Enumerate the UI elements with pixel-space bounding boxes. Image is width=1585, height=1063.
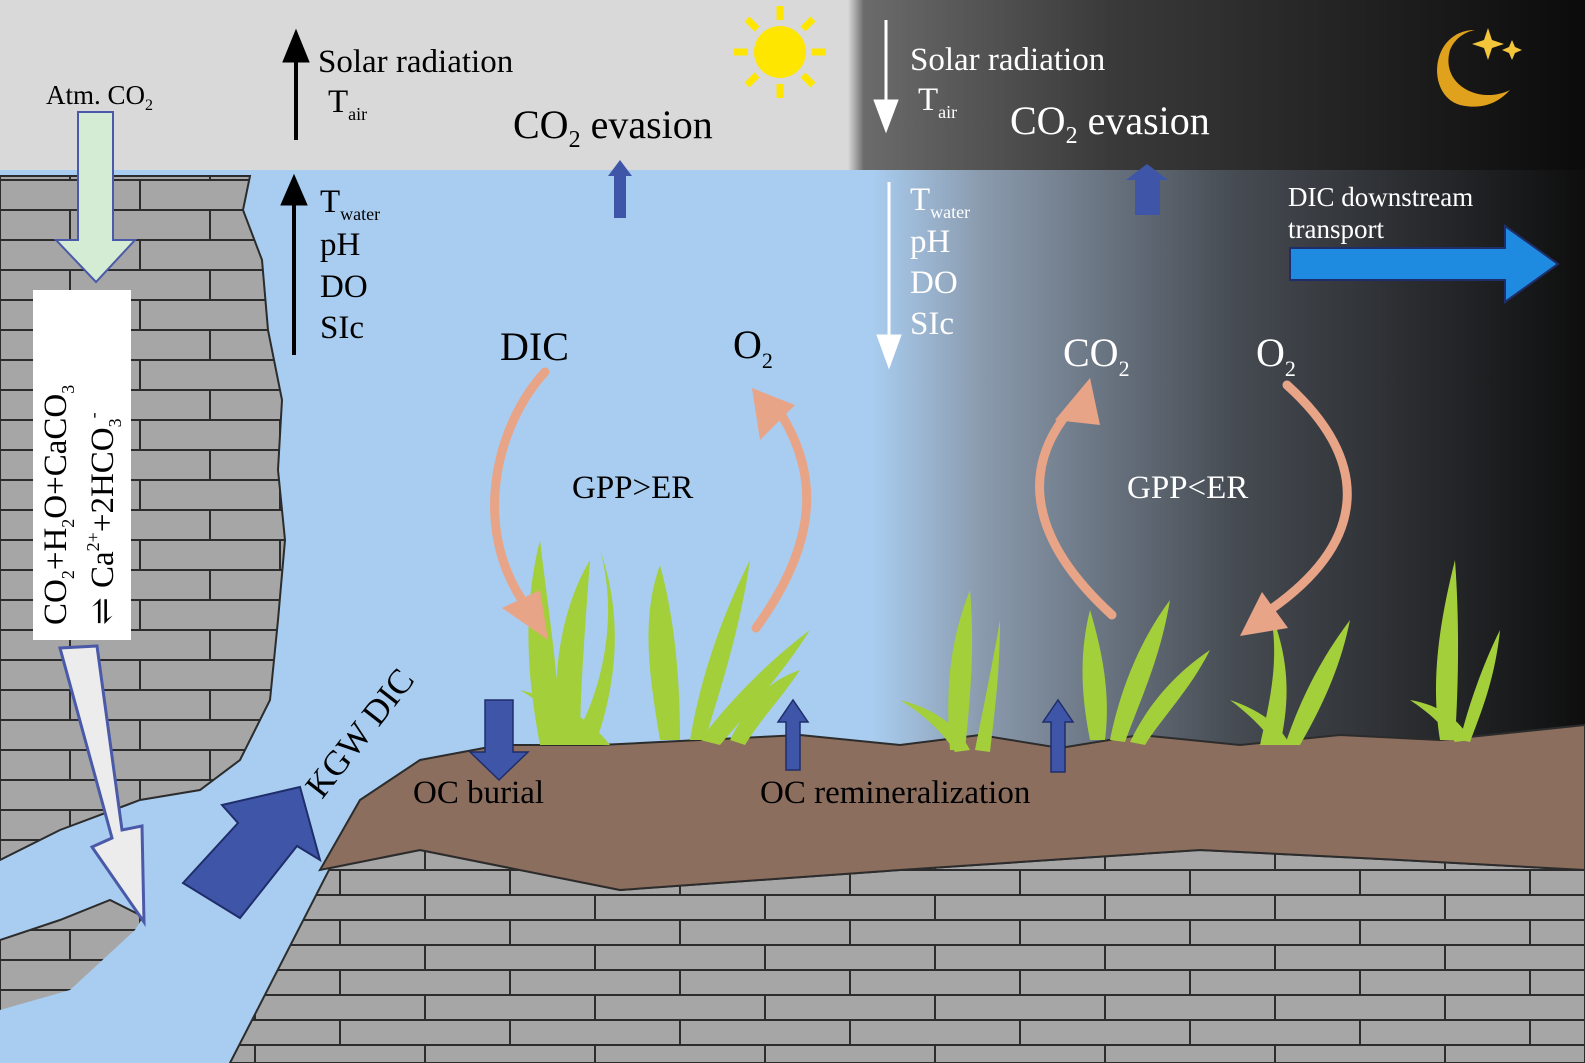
- night-evasion-flux-arrow: [1126, 164, 1168, 215]
- night-process-arrows: [1035, 380, 1352, 620]
- day-sic-label: SIc: [320, 310, 364, 346]
- bedrock-layer: [228, 848, 1585, 1063]
- day-t-air-label: Tair: [328, 84, 367, 124]
- day-ph-label: pH: [320, 227, 360, 263]
- night-t-air-label: Tair: [918, 82, 957, 122]
- sun-icon: [734, 6, 826, 98]
- equation-box: [33, 290, 131, 640]
- dic-downstream-arrow: [1289, 224, 1560, 304]
- star-icon: [1472, 28, 1522, 60]
- kgw-dic-arrow: [181, 785, 322, 920]
- day-process-arrows: [490, 367, 812, 633]
- equation-line1: CO2+H2O+CaCO3: [38, 385, 78, 625]
- equation-arrow: ⇌: [85, 597, 121, 625]
- night-solar-radiation-label: Solar radiation: [910, 42, 1105, 78]
- oc-remineralization-arrow-1: [776, 698, 810, 771]
- atm-co2-label: Atm. CO2: [46, 80, 153, 114]
- oc-burial-label: OC burial: [413, 775, 544, 811]
- oc-remineralization-label: OC remineralization: [760, 775, 1030, 811]
- night-process-arrowheads: [1055, 378, 1288, 636]
- night-sic-label: SIc: [910, 306, 954, 342]
- night-do-label: DO: [910, 265, 958, 301]
- day-process-arrowheads: [502, 388, 795, 640]
- day-solar-radiation-label: Solar radiation: [318, 44, 513, 80]
- moon-icon: [1437, 30, 1510, 107]
- day-evasion-flux-arrow: [608, 160, 632, 218]
- day-t-water-label: Twater: [320, 184, 380, 224]
- oc-burial-arrow: [468, 699, 530, 782]
- sky-band: [0, 0, 1585, 176]
- day-dic-label: DIC: [500, 324, 569, 369]
- day-do-label: DO: [320, 269, 368, 305]
- equation-line2: Ca2++2HCO3-: [83, 412, 125, 588]
- day-o2-label: O2: [733, 322, 773, 373]
- oc-remineralization-arrow-2: [1041, 698, 1075, 773]
- day-increase-arrows: [280, 28, 310, 355]
- dic-downstream-label-line1: DIC downstream: [1288, 182, 1473, 212]
- night-o2-label: O2: [1256, 330, 1296, 381]
- day-gpp-er-label: GPP>ER: [572, 470, 693, 506]
- infiltration-arrow: [58, 644, 146, 927]
- night-co2-label: CO2: [1063, 330, 1130, 381]
- night-ph-label: pH: [910, 224, 950, 260]
- aquatic-plants: [520, 540, 1500, 752]
- day-co2-evasion-label: CO2 evasion: [513, 102, 713, 153]
- night-gpp-er-label: GPP<ER: [1127, 470, 1248, 506]
- night-t-water-label: Twater: [910, 182, 970, 222]
- night-decrease-arrows: [873, 20, 902, 370]
- night-co2-evasion-label: CO2 evasion: [1010, 98, 1210, 149]
- atm-co2-arrow: [53, 111, 138, 284]
- dic-downstream-label-line2: transport: [1288, 214, 1384, 244]
